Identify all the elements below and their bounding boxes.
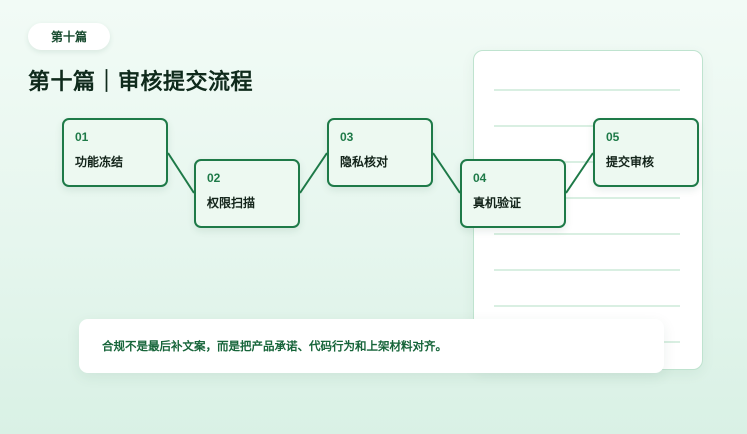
step-number: 05 xyxy=(606,130,620,144)
step-number: 01 xyxy=(75,130,89,144)
document-line xyxy=(494,125,680,127)
step-card-5: 05 提交审核 xyxy=(593,118,699,187)
chapter-tag: 第十篇 xyxy=(28,23,110,50)
document-line xyxy=(494,233,680,235)
step-number: 04 xyxy=(473,171,487,185)
document-line xyxy=(494,197,680,199)
step-card-4: 04 真机验证 xyxy=(460,159,566,228)
connector-3-4 xyxy=(432,152,461,194)
step-number: 03 xyxy=(340,130,354,144)
note-banner: 合规不是最后补文案，而是把产品承诺、代码行为和上架材料对齐。 xyxy=(79,319,664,373)
step-card-2: 02 权限扫描 xyxy=(194,159,300,228)
document-line xyxy=(494,269,680,271)
step-label: 功能冻结 xyxy=(75,155,124,169)
step-label: 真机验证 xyxy=(473,196,522,210)
document-line xyxy=(494,89,680,91)
step-card-3: 03 隐私核对 xyxy=(327,118,433,187)
step-label: 权限扫描 xyxy=(207,196,256,210)
page-title: 第十篇｜审核提交流程 xyxy=(28,69,254,94)
connector-1-2 xyxy=(167,152,195,194)
connector-2-3 xyxy=(299,152,328,194)
step-card-1: 01 功能冻结 xyxy=(62,118,168,187)
step-number: 02 xyxy=(207,171,221,185)
step-label: 提交审核 xyxy=(606,155,655,169)
step-label: 隐私核对 xyxy=(340,155,389,169)
document-line xyxy=(494,305,680,307)
